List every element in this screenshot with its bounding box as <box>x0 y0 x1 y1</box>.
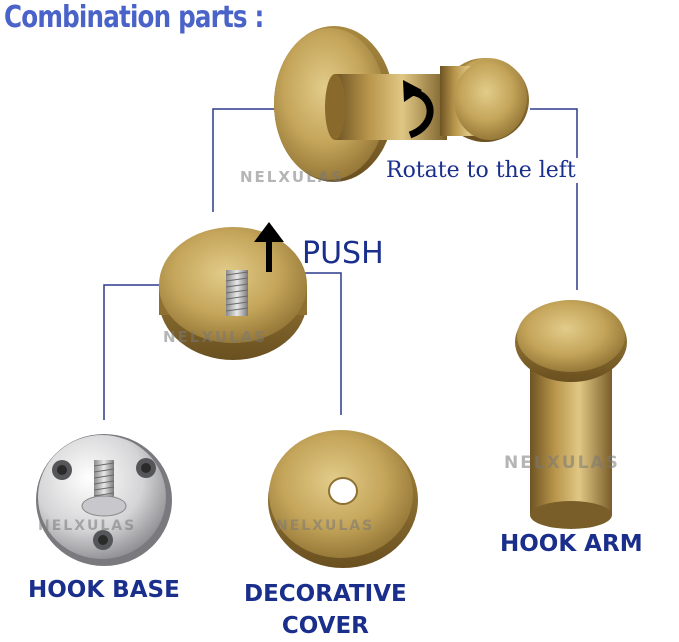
decorative-cover-part <box>268 430 418 568</box>
rotate-left-arrow-icon <box>403 80 434 139</box>
rotate-instruction: Rotate to the left <box>384 158 578 183</box>
hook-arm-part <box>515 300 627 529</box>
decorative-cover-label-line1: DECORATIVE <box>244 581 407 607</box>
connector-lines <box>103 108 578 420</box>
hook-base-part <box>36 434 172 566</box>
watermark: NELXULAS <box>240 168 345 186</box>
up-arrow-icon <box>254 222 284 272</box>
decorative-cover-label-line2: COVER <box>281 613 369 639</box>
watermark: NELXULAS <box>276 518 375 534</box>
hook-base-label: HOOK BASE <box>28 577 180 603</box>
decorative-cover-label: DECORATIVE COVER <box>244 578 407 642</box>
page-title: Combination parts : <box>4 0 264 35</box>
watermark: NELXULAS <box>504 453 620 473</box>
watermark: NELXULAS <box>163 328 268 346</box>
push-instruction: PUSH <box>302 236 384 271</box>
hook-arm-label: HOOK ARM <box>500 531 643 557</box>
assembled-hook <box>274 26 529 182</box>
watermark: NELXULAS <box>38 518 137 534</box>
